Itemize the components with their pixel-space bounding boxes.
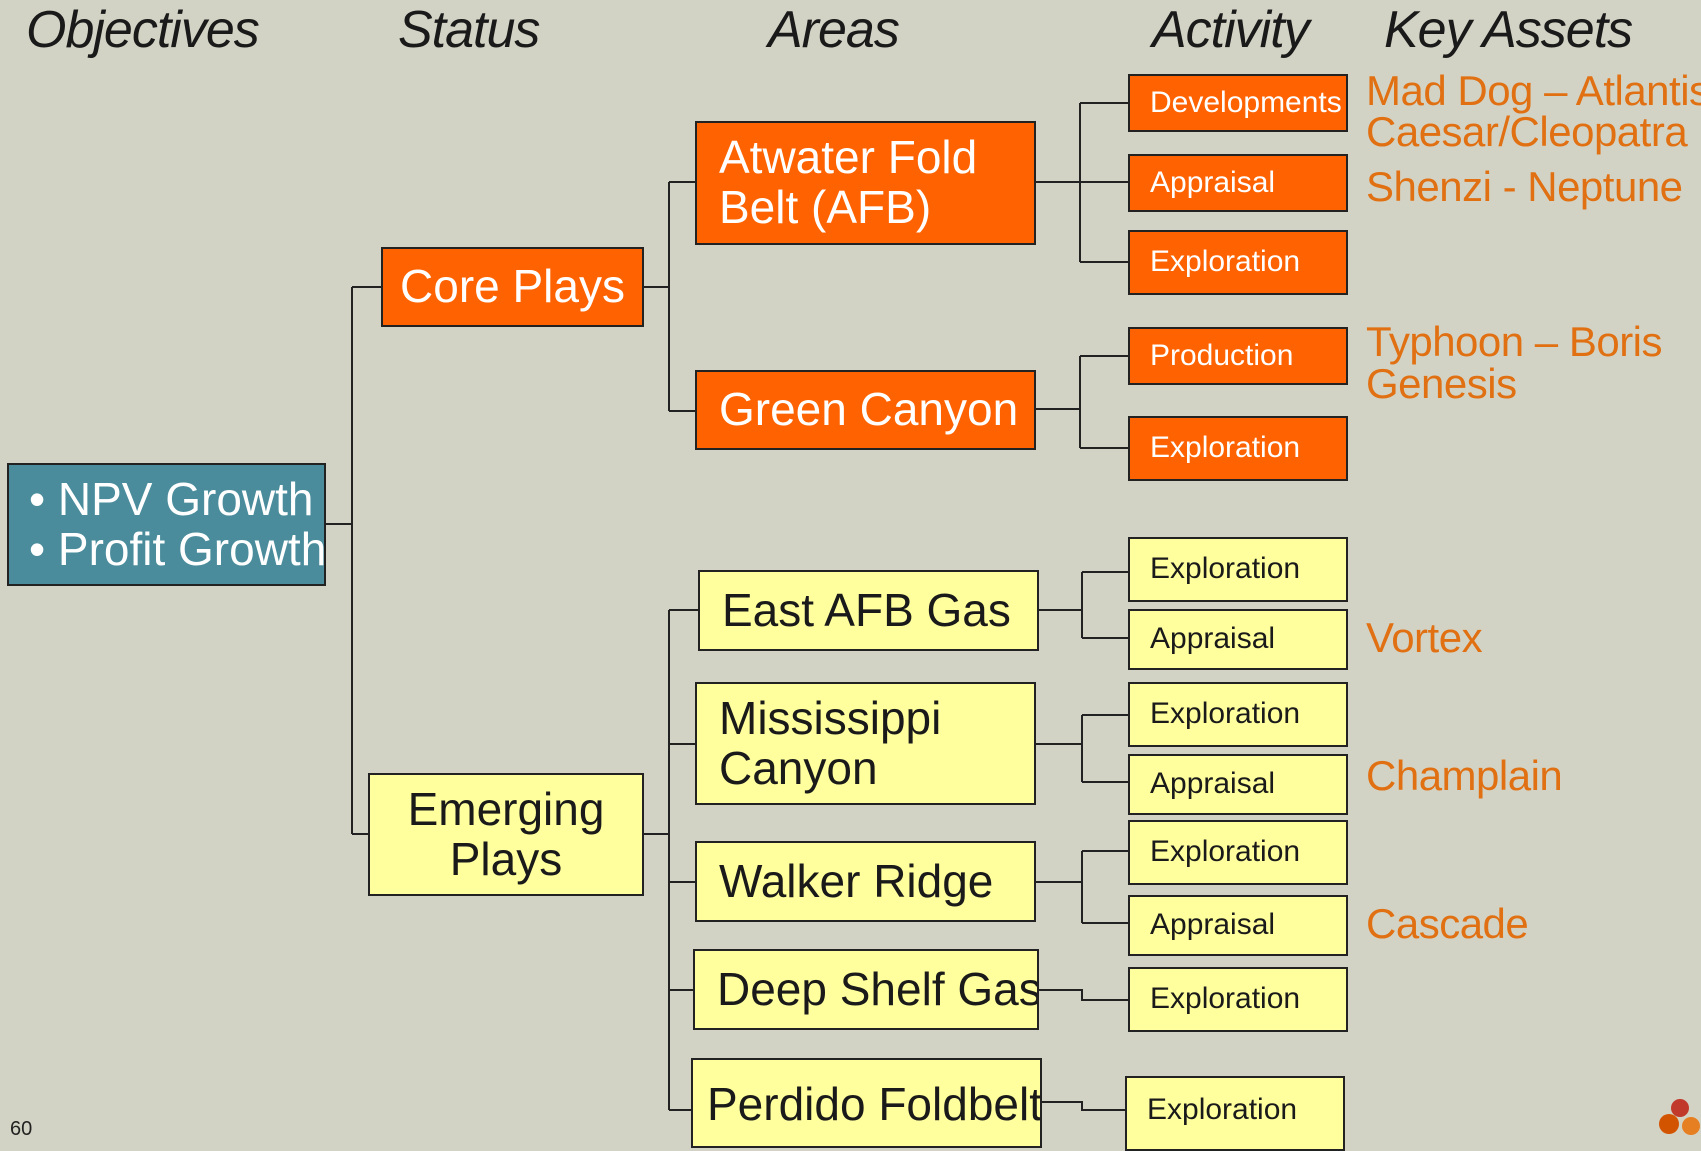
asset-caesar-cleopatra: Caesar/Cleopatra <box>1366 108 1688 155</box>
activity-east-appraisal: Appraisal <box>1128 609 1348 670</box>
activity-label: Appraisal <box>1150 767 1276 801</box>
activity-afb-developments: Developments <box>1128 74 1348 132</box>
activity-label: Exploration <box>1150 697 1301 731</box>
company-logo-icon <box>1659 1099 1700 1135</box>
area-mississippi-line2: Canyon <box>719 741 878 794</box>
objective-box: • NPV Growth • Profit Growth <box>7 463 326 586</box>
activity-deep-exploration: Exploration <box>1128 967 1348 1032</box>
status-emerging-line2: Plays <box>449 832 563 885</box>
activity-gc-production: Production <box>1128 327 1348 385</box>
area-east-afb-gas: East AFB Gas <box>698 570 1039 651</box>
area-deep-shelf-gas: Deep Shelf Gas <box>693 949 1039 1030</box>
activity-walker-exploration: Exploration <box>1128 820 1348 885</box>
activity-label: Developments <box>1150 85 1342 119</box>
header-areas: Areas <box>768 1 900 59</box>
asset-cascade: Cascade <box>1366 900 1529 947</box>
activity-afb-exploration: Exploration <box>1128 230 1348 295</box>
header-objectives: Objectives <box>26 1 260 59</box>
area-atwater-fold-belt: Atwater Fold Belt (AFB) <box>695 121 1036 245</box>
activity-miss-exploration: Exploration <box>1128 682 1348 747</box>
activity-label: Exploration <box>1150 431 1301 465</box>
activity-afb-appraisal: Appraisal <box>1128 154 1348 212</box>
status-core-plays: Core Plays <box>381 247 644 327</box>
objective-profit-growth: • Profit Growth <box>29 522 326 575</box>
area-green-canyon-label: Green Canyon <box>719 383 1019 436</box>
header-key-assets: Key Assets <box>1384 1 1633 59</box>
activity-label: Exploration <box>1147 1093 1298 1126</box>
activity-label: Exploration <box>1150 245 1301 279</box>
activity-walker-appraisal: Appraisal <box>1128 895 1348 956</box>
area-perdido-label: Perdido Foldbelt <box>707 1078 1042 1130</box>
asset-champlain: Champlain <box>1366 752 1563 799</box>
activity-label: Exploration <box>1150 982 1301 1016</box>
asset-vortex: Vortex <box>1366 614 1483 661</box>
asset-mad-dog-atlantis: Mad Dog – Atlantis <box>1366 67 1701 114</box>
activity-label: Exploration <box>1150 835 1301 869</box>
objective-npv-growth: • NPV Growth <box>29 472 314 525</box>
activity-miss-appraisal: Appraisal <box>1128 754 1348 815</box>
activity-label: Exploration <box>1150 552 1301 586</box>
header-activity: Activity <box>1152 1 1310 59</box>
area-walker-ridge: Walker Ridge <box>695 841 1036 922</box>
area-green-canyon: Green Canyon <box>695 370 1036 450</box>
status-emerging-line1: Emerging <box>407 782 605 835</box>
area-afb-line2: Belt (AFB) <box>719 181 932 233</box>
area-deep-shelf-label: Deep Shelf Gas <box>717 962 1039 1015</box>
activity-east-exploration: Exploration <box>1128 537 1348 602</box>
asset-typhoon-boris: Typhoon – Boris <box>1366 318 1663 365</box>
header-status: Status <box>398 1 540 59</box>
activity-perdido-exploration: Exploration <box>1125 1076 1345 1151</box>
area-mississippi-canyon: Mississippi Canyon <box>695 682 1036 805</box>
activity-label: Appraisal <box>1150 165 1276 199</box>
status-emerging-plays: Emerging Plays <box>368 773 644 896</box>
activity-label: Appraisal <box>1150 908 1276 942</box>
area-walker-ridge-label: Walker Ridge <box>719 854 994 907</box>
activity-label: Appraisal <box>1150 622 1276 656</box>
area-afb-line1: Atwater Fold <box>719 131 978 184</box>
area-east-afb-label: East AFB Gas <box>722 583 1011 636</box>
area-mississippi-line1: Mississippi <box>719 691 942 744</box>
activity-label: Production <box>1150 338 1294 372</box>
activity-gc-exploration: Exploration <box>1128 416 1348 481</box>
page-number: 60 <box>10 1118 33 1140</box>
status-core-plays-label: Core Plays <box>400 260 625 313</box>
asset-genesis: Genesis <box>1366 360 1517 407</box>
area-perdido-foldbelt: Perdido Foldbelt <box>691 1058 1042 1148</box>
asset-shenzi-neptune: Shenzi - Neptune <box>1366 163 1683 210</box>
